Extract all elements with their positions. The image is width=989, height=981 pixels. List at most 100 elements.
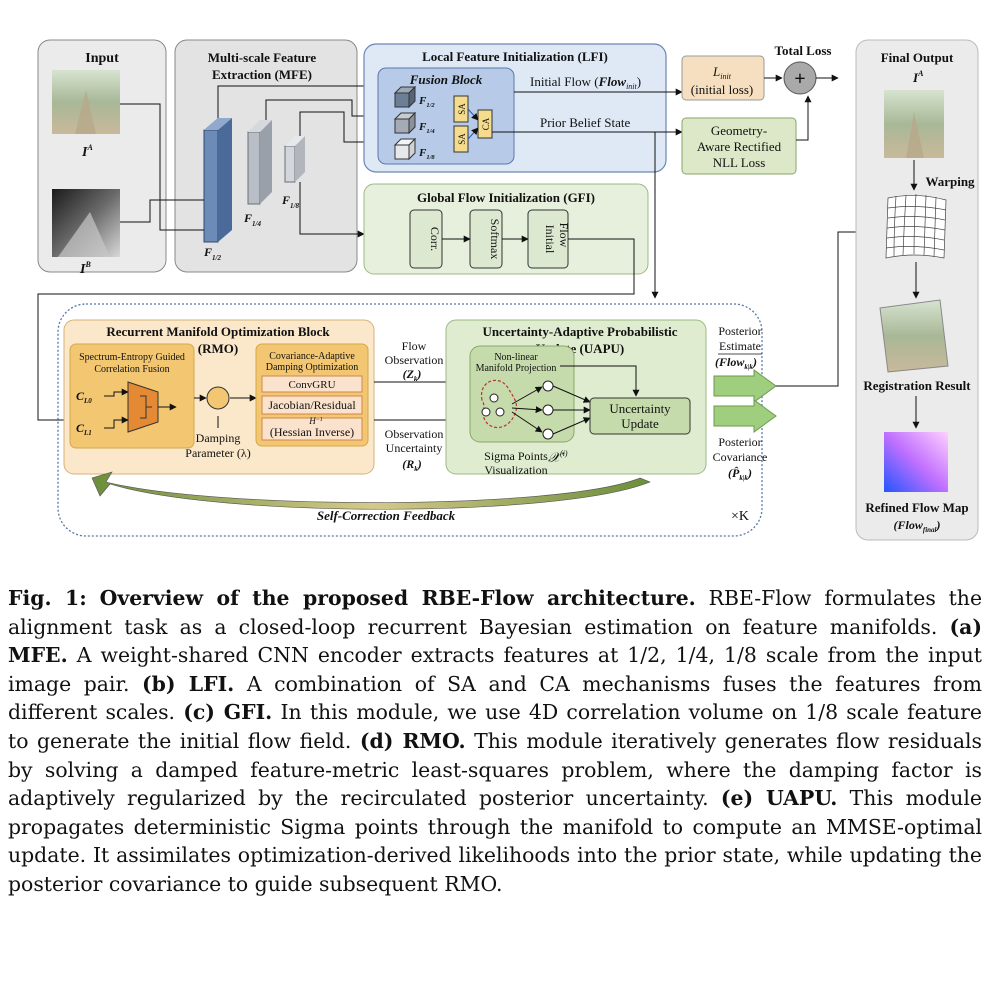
lfi-cube-eighth — [393, 137, 417, 161]
iteration-count: ×K — [731, 509, 749, 524]
initial-loss-caption: (initial loss) — [691, 82, 753, 97]
caption-b-text: A combination of SA and CA mechanisms fu… — [8, 671, 982, 725]
flow-obs-line2: Observation — [385, 353, 444, 367]
gfi-initial-line1: Initial — [543, 225, 557, 254]
caption-intro: RBE-Flow formulates the alignment task a… — [8, 586, 983, 639]
refined-line1: Refined Flow Map — [865, 500, 968, 515]
caption-d-label: (d) RMO. — [359, 728, 466, 753]
posterior-arrows — [713, 369, 777, 433]
output-title: Final Output — [881, 50, 954, 65]
caption-fig-label: Fig. 1: — [8, 586, 87, 610]
output-image-label: IA — [912, 69, 924, 85]
hessian-label: (Hessian Inverse) — [270, 425, 354, 439]
rmo-title: Recurrent Manifold Optimization Block — [106, 324, 330, 339]
mfe-label-half: F1/2 — [203, 245, 221, 262]
mfe-feature-eighth — [284, 145, 296, 183]
post-cov-line1: Posterior — [718, 435, 761, 449]
registration-image — [879, 299, 949, 373]
ca-block — [477, 109, 493, 139]
corr-label: Corr. — [428, 227, 442, 251]
caption-a-text: A weight-shared CNN encoder extracts fea… — [8, 643, 983, 696]
figure-caption: Fig. 1: Overview of the proposed RBE-Flo… — [8, 584, 982, 899]
feedback-label: Self-Correction Feedback — [317, 508, 456, 523]
posterior-cov-arrow — [713, 399, 777, 433]
cov-line1: Covariance-Adaptive — [269, 351, 355, 362]
nll-line2: Aware Rectified — [697, 139, 782, 154]
nonlinear-line1: Non-linear — [494, 352, 538, 363]
obs-unc-line1: Observation — [385, 427, 444, 441]
mfe-title-line1: Multi-scale Feature — [208, 50, 317, 65]
rmo-panel: Recurrent Manifold Optimization Block (R… — [63, 319, 375, 475]
total-loss-label: Total Loss — [775, 43, 832, 58]
obs-unc-line2: Uncertainty — [386, 441, 443, 455]
caption-c-label: (c) GFI. — [183, 700, 273, 725]
mfe-feature-quarter — [247, 131, 261, 205]
lfi-panel: Local Feature Initialization (LFI) Fusio… — [363, 43, 667, 173]
caption-c-text: In this module, we use 4D correlation vo… — [8, 700, 983, 753]
mfe-feature-half — [203, 129, 219, 243]
spectrum-line1: Spectrum-Entropy Guided — [79, 352, 185, 363]
nll-line1: Geometry- — [711, 123, 767, 138]
c-l0-label: CL0 — [76, 389, 92, 405]
nonlinear-line2: Manifold Projection — [476, 363, 557, 374]
fusion-trapezoid — [127, 381, 159, 433]
obs-unc-symbol: (Rk) — [402, 457, 422, 473]
sa-label-top: SA — [457, 103, 467, 115]
caption-a-label: (a) MFE. — [8, 614, 982, 668]
registration-label: Registration Result — [863, 378, 971, 393]
damping-line2: Parameter (λ) — [185, 446, 250, 460]
warp-grid — [885, 193, 947, 259]
post-cov-symbol: (P̂k|k) — [728, 466, 752, 482]
nll-line3: NLL Loss — [713, 155, 766, 170]
gfi-title: Global Flow Initialization (GFI) — [417, 190, 595, 205]
jacobian-box — [261, 395, 363, 415]
mfe-title-line2: Extraction (MFE) — [212, 67, 312, 82]
iteration-loop-frame — [57, 303, 763, 537]
convgru-box — [261, 375, 363, 393]
mfe-label-quarter: F1/4 — [243, 211, 261, 228]
sigma-line2: Visualization — [484, 463, 547, 477]
refined-symbol: (Flowfinal) — [894, 518, 941, 534]
flow-obs-line1: Flow — [402, 339, 427, 353]
gfi-panel: Global Flow Initialization (GFI) Corr. S… — [37, 183, 649, 424]
image-a-label: IA — [81, 143, 93, 160]
uapu-title-line1: Uncertainty-Adaptive Probabilistic — [482, 324, 677, 339]
prior-belief-label: Prior Belief State — [540, 115, 630, 130]
caption-fig-title: Overview of the proposed RBE-Flow archit… — [99, 586, 696, 610]
gfi-initial-line2: Flow — [557, 223, 571, 248]
sa-label-bottom: SA — [457, 133, 467, 145]
sigma-line1: Sigma Points — [484, 449, 548, 463]
update-line2: Update — [621, 416, 659, 431]
warping-label: Warping — [925, 174, 975, 189]
chi-symbol: 𝒳(i) — [548, 449, 568, 466]
hessian-symbol: H−1 — [308, 416, 323, 426]
spectrum-line2: Correlation Fusion — [94, 364, 169, 375]
fusion-block-title: Fusion Block — [409, 72, 483, 87]
initial-flow-label: Initial Flow (Flowinit) — [530, 74, 641, 91]
uncertainty-update-box — [589, 397, 691, 435]
caption-d-text: This module iteratively generates flow r… — [8, 728, 983, 811]
loss-area: Linit (initial loss) Geometry- Aware Rec… — [681, 43, 839, 175]
lfi-title: Local Feature Initialization (LFI) — [422, 49, 608, 64]
post-est-line1: Posterior — [718, 324, 761, 338]
caption-e-text: This module propagates deterministic Sig… — [8, 786, 983, 896]
convgru-label: ConvGRU — [288, 379, 335, 391]
input-title: Input — [85, 51, 119, 66]
hessian-box — [261, 417, 363, 441]
lfi-label-eighth: F1/8 — [418, 147, 435, 161]
lfi-cube-half — [393, 85, 417, 109]
uapu-inner — [469, 345, 575, 443]
mfe-panel: Multi-scale Feature Extraction (MFE) F1/… — [174, 39, 358, 273]
damping-line1: Damping — [196, 431, 241, 445]
observation-arrows — [374, 378, 457, 424]
post-cov-line2: Covariance — [713, 450, 768, 464]
feedback-arc — [91, 471, 651, 510]
softmax-label: Softmax — [488, 219, 502, 260]
architecture-diagram: Input IA IB Multi-scale Feature Extracti… — [37, 39, 979, 541]
cov-line2: Damping Optimization — [266, 362, 359, 373]
caption-b-label: (b) LFI. — [142, 671, 235, 696]
caption-e-label: (e) UAPU. — [720, 786, 838, 811]
post-est-line2: Estimate — [719, 339, 761, 353]
total-loss-plus: + — [794, 68, 805, 90]
posterior-estimate-arrow — [713, 369, 777, 403]
